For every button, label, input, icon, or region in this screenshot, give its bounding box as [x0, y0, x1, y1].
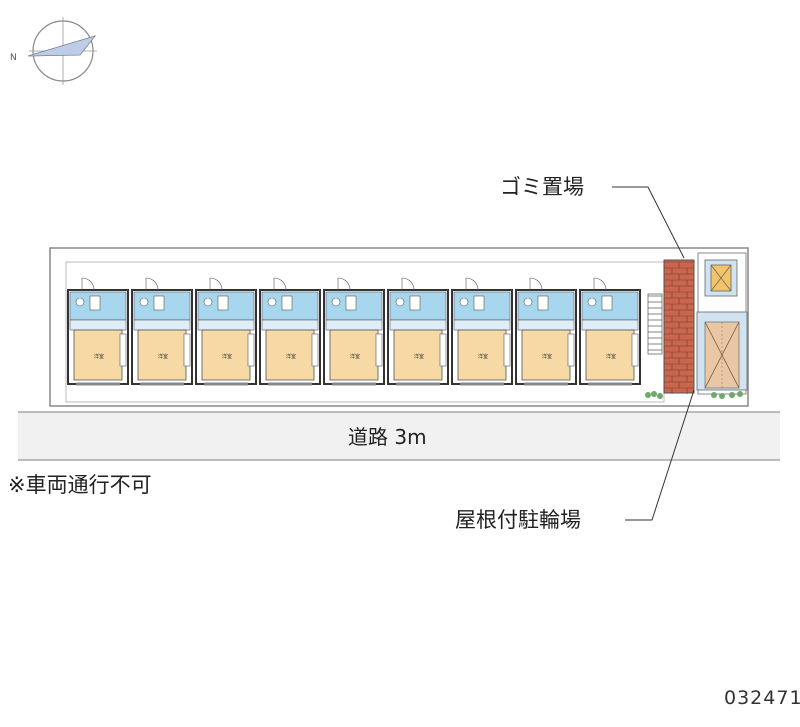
bike-leader-line — [625, 389, 695, 521]
unit-room-label: 洋室 — [94, 353, 104, 360]
compass-rose-icon: N — [10, 17, 97, 85]
property-id: 032471 — [724, 687, 800, 709]
unit-room-label: 洋室 — [606, 353, 616, 360]
garbage-label: ゴミ置場 — [500, 175, 584, 199]
stairs — [647, 293, 663, 355]
unit: 洋室 — [579, 277, 641, 386]
unit-room-label: 洋室 — [478, 353, 488, 360]
bike-parking-label: 屋根付駐輪場 — [455, 508, 581, 532]
unit-room-label: 洋室 — [414, 353, 424, 360]
garbage-area — [663, 259, 695, 394]
unit: 洋室 — [451, 277, 513, 386]
north-label: N — [10, 53, 17, 63]
road-label: 道路 3m — [348, 425, 427, 449]
unit: 洋室 — [195, 277, 257, 386]
unit: 洋室 — [323, 277, 385, 386]
unit-room-label: 洋室 — [222, 353, 232, 360]
garbage-leader-line — [612, 186, 685, 259]
unit-room-label: 洋室 — [286, 353, 296, 360]
bike-parking — [696, 252, 748, 395]
unit: 洋室 — [387, 277, 449, 386]
unit-room-label: 洋室 — [158, 353, 168, 360]
unit: 洋室 — [131, 277, 193, 386]
unit: 洋室 — [515, 277, 577, 386]
no-vehicle-note: ※車両通行不可 — [8, 473, 152, 497]
hedge — [645, 391, 743, 399]
unit: 洋室 — [67, 277, 129, 386]
site-boundary — [49, 247, 749, 407]
road — [18, 411, 780, 461]
apartment-units: 洋室 洋室 洋室 洋室 洋室 洋室 洋室 洋室 洋室 — [67, 277, 663, 386]
unit-room-label: 洋室 — [542, 353, 552, 360]
unit-room-label: 洋室 — [350, 353, 360, 360]
unit: 洋室 — [259, 277, 321, 386]
